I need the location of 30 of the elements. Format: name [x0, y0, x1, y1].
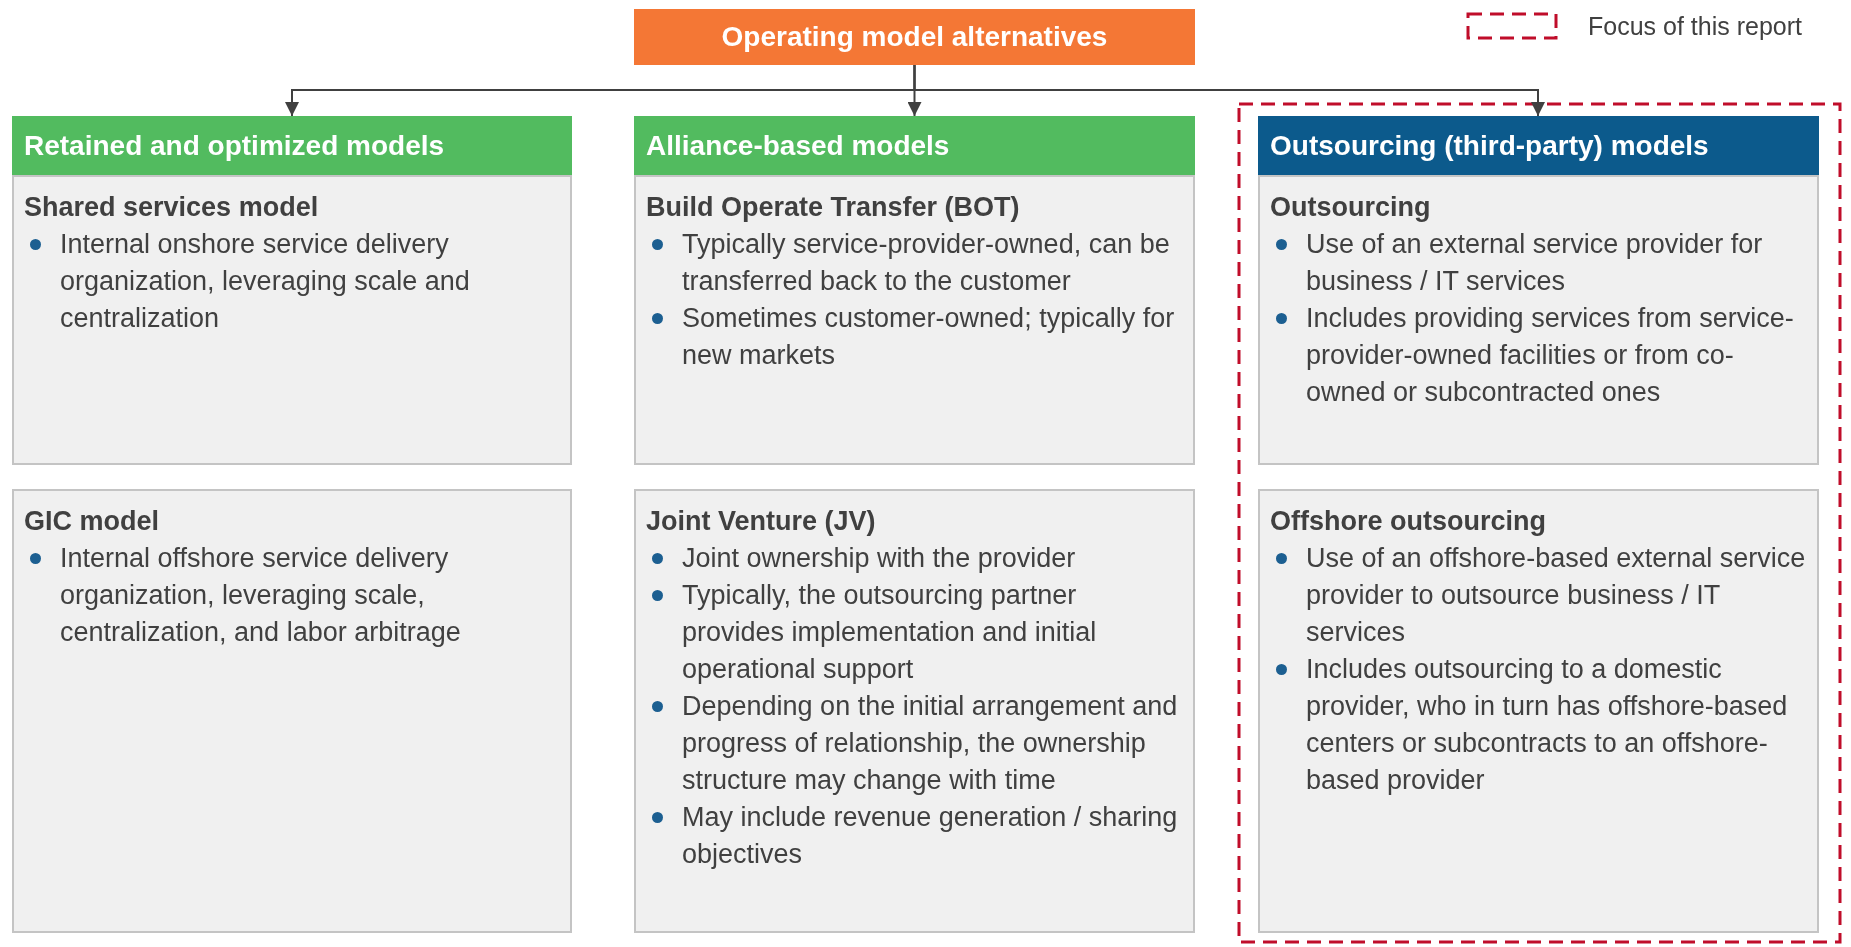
- model-card: [12, 489, 572, 933]
- bullet-item: Typically, the outsourcing partner provides implementation and initial operational support: [646, 577, 1183, 688]
- bullet-item: May include revenue generation / sharing objectives: [646, 799, 1183, 873]
- model-card: [634, 489, 1195, 933]
- card-heading: Build Operate Transfer (BOT): [646, 191, 1021, 224]
- bullet-item: Typically service-provider-owned, can be transferred back to the customer: [646, 226, 1183, 300]
- bullet-item: Use of an external service provider for business / IT services: [1270, 226, 1807, 300]
- category-header: Alliance-based models: [634, 116, 1195, 175]
- bullet-item: Includes outsourcing to a domestic provider, who in turn has offshore-based centers or subcontracts to an offshore-based provider: [1270, 651, 1807, 799]
- model-card: [634, 175, 1195, 465]
- bullet-item: Internal onshore service delivery organization, leveraging scale and centralization: [24, 226, 560, 337]
- category-header: Retained and optimized models: [12, 116, 572, 175]
- model-card: [12, 175, 572, 465]
- legend-label: Focus of this report: [1588, 12, 1802, 41]
- bullet-item: Sometimes customer-owned; typically for new markets: [646, 300, 1183, 374]
- card-heading: GIC model: [24, 505, 160, 538]
- bullet-item: Joint ownership with the provider: [646, 540, 1183, 577]
- card-heading: Outsourcing: [1270, 191, 1432, 224]
- card-heading: Offshore outsourcing: [1270, 505, 1547, 538]
- arrow: [913, 64, 1545, 117]
- card-heading: Joint Venture (JV): [646, 505, 877, 538]
- title-box: Operating model alternatives: [634, 9, 1195, 65]
- bullet-item: Internal offshore service delivery organization, leveraging scale, centralization, and labor arbitrage: [24, 540, 560, 651]
- bullet-item: Depending on the initial arrangement and progress of relationship, the ownership structure may change with time: [646, 688, 1183, 799]
- bullet-item: Use of an offshore-based external service provider to outsource business / IT services: [1270, 540, 1807, 651]
- category-header: Outsourcing (third-party) models: [1258, 116, 1819, 175]
- model-card: [1258, 489, 1819, 933]
- card-heading: Shared services model: [24, 191, 320, 224]
- bullet-item: Includes providing services from service-provider-owned facilities or from co-owned or subcontracted ones: [1270, 300, 1807, 411]
- model-card: [1258, 175, 1819, 465]
